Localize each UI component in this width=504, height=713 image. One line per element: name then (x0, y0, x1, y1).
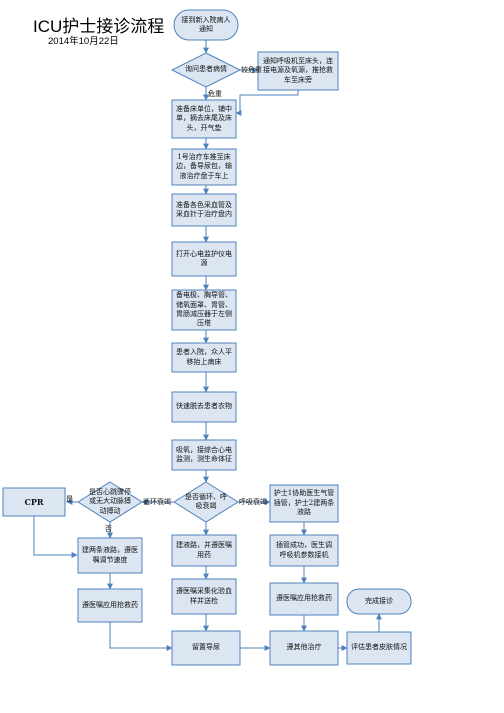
page-date: 2014年10月22日 (48, 36, 119, 47)
node-cardiac: 是否心跳骤停或无大动脉搏动搏动 (89, 487, 131, 515)
node-tubes: 准备各色采血管及采血针于治疗盘内 (176, 200, 232, 218)
node-catheter: 留置导尿 (192, 643, 220, 652)
shapes (2, 9, 412, 666)
shape-ivmid (171, 534, 237, 567)
shape-tubes (171, 193, 237, 227)
node-iv-mid: 建液路，并遵医嘱用药 (176, 541, 232, 559)
shape-medleft (77, 588, 143, 623)
edge-medleft-catheter (109, 622, 173, 651)
node-start: 接到新入院病人通知 (181, 15, 231, 33)
shape-prepbed (171, 99, 237, 139)
shape-done (346, 588, 412, 615)
node-med-left: 遵医嘱应用抢救药 (82, 600, 138, 609)
shape-monitor (171, 241, 237, 277)
node-assist: 护士1协助医生气管插管，护士2建两条液路 (273, 489, 335, 517)
page-title: ICU护士接诊流程 (33, 17, 165, 36)
shape-breath (173, 481, 239, 523)
node-breath: 是否循环、呼吸衰竭 (185, 492, 227, 510)
edge-label-stable: 危重 (208, 90, 222, 98)
shape-intub (269, 534, 339, 567)
shape-skin (346, 631, 412, 665)
node-iv-left: 建两条液路，遵医嘱调节速度 (82, 546, 138, 564)
node-intub: 插管成功，医生调呼吸机参数接机 (276, 541, 332, 559)
node-blood: 遵医嘱采集化验血样并送检 (176, 587, 232, 605)
node-cpr: CPR (24, 496, 44, 507)
node-supplies: 备电极、胸导管、储氧面罩、胃管、胃肠减压器于左侧压塔 (176, 291, 232, 328)
edge-label-no: 否 (105, 525, 112, 533)
shape-start (173, 9, 239, 41)
node-notify: 通知呼吸机至床头，连接电源及氧源，推抢救车至床旁 (263, 56, 333, 84)
node-undress: 快速脱去患者衣物 (176, 402, 232, 411)
node-prep-bed: 准备床单位，铺中单，摘去床尾及床头，开气垫 (176, 104, 232, 132)
shape-undress (171, 391, 237, 423)
shape-follow (269, 630, 339, 666)
node-skin: 评估患者皮肤情况 (351, 643, 407, 652)
node-done: 完成接诊 (365, 596, 393, 605)
node-med-right: 遵医嘱应用抢救药 (276, 594, 332, 603)
node-monitor: 打开心电监护仪电源 (176, 249, 232, 267)
shape-ask (170, 52, 242, 88)
edge-label-yes: 是 (66, 495, 73, 503)
node-oxygen: 吸氧，接综合心电监测，测生命体征 (176, 445, 232, 463)
shape-medright (269, 582, 339, 616)
shape-oxygen (171, 439, 237, 471)
connectors (33, 40, 382, 651)
node-arrive: 患者入院，众人平移抬上病床 (176, 348, 232, 366)
edge-label-circ: 循环衰竭 (143, 498, 171, 506)
shape-cardiac (77, 481, 143, 523)
node-ask: 询问患者病情 (185, 65, 227, 74)
shape-arrive (171, 342, 237, 373)
shape-bed1 (171, 148, 237, 186)
edge-label-resp: 呼吸衰竭 (239, 498, 267, 506)
shape-ivleft (77, 537, 143, 574)
edge-notify-prepbed (235, 90, 299, 116)
node-follow: 遵其他治疗 (286, 643, 322, 652)
shape-blood (171, 578, 237, 615)
shape-catheter (171, 630, 241, 666)
edge-label-severe: 较危重 (241, 66, 262, 74)
shape-notify (257, 51, 339, 91)
edge-cpr-ivleft (33, 516, 78, 558)
shape-cpr (2, 487, 66, 517)
shape-supplies (171, 289, 237, 331)
node-bed1: 1号治疗车推至床边，备导尿包，输液治疗盘于车上 (176, 152, 232, 180)
shape-assist (269, 484, 339, 523)
